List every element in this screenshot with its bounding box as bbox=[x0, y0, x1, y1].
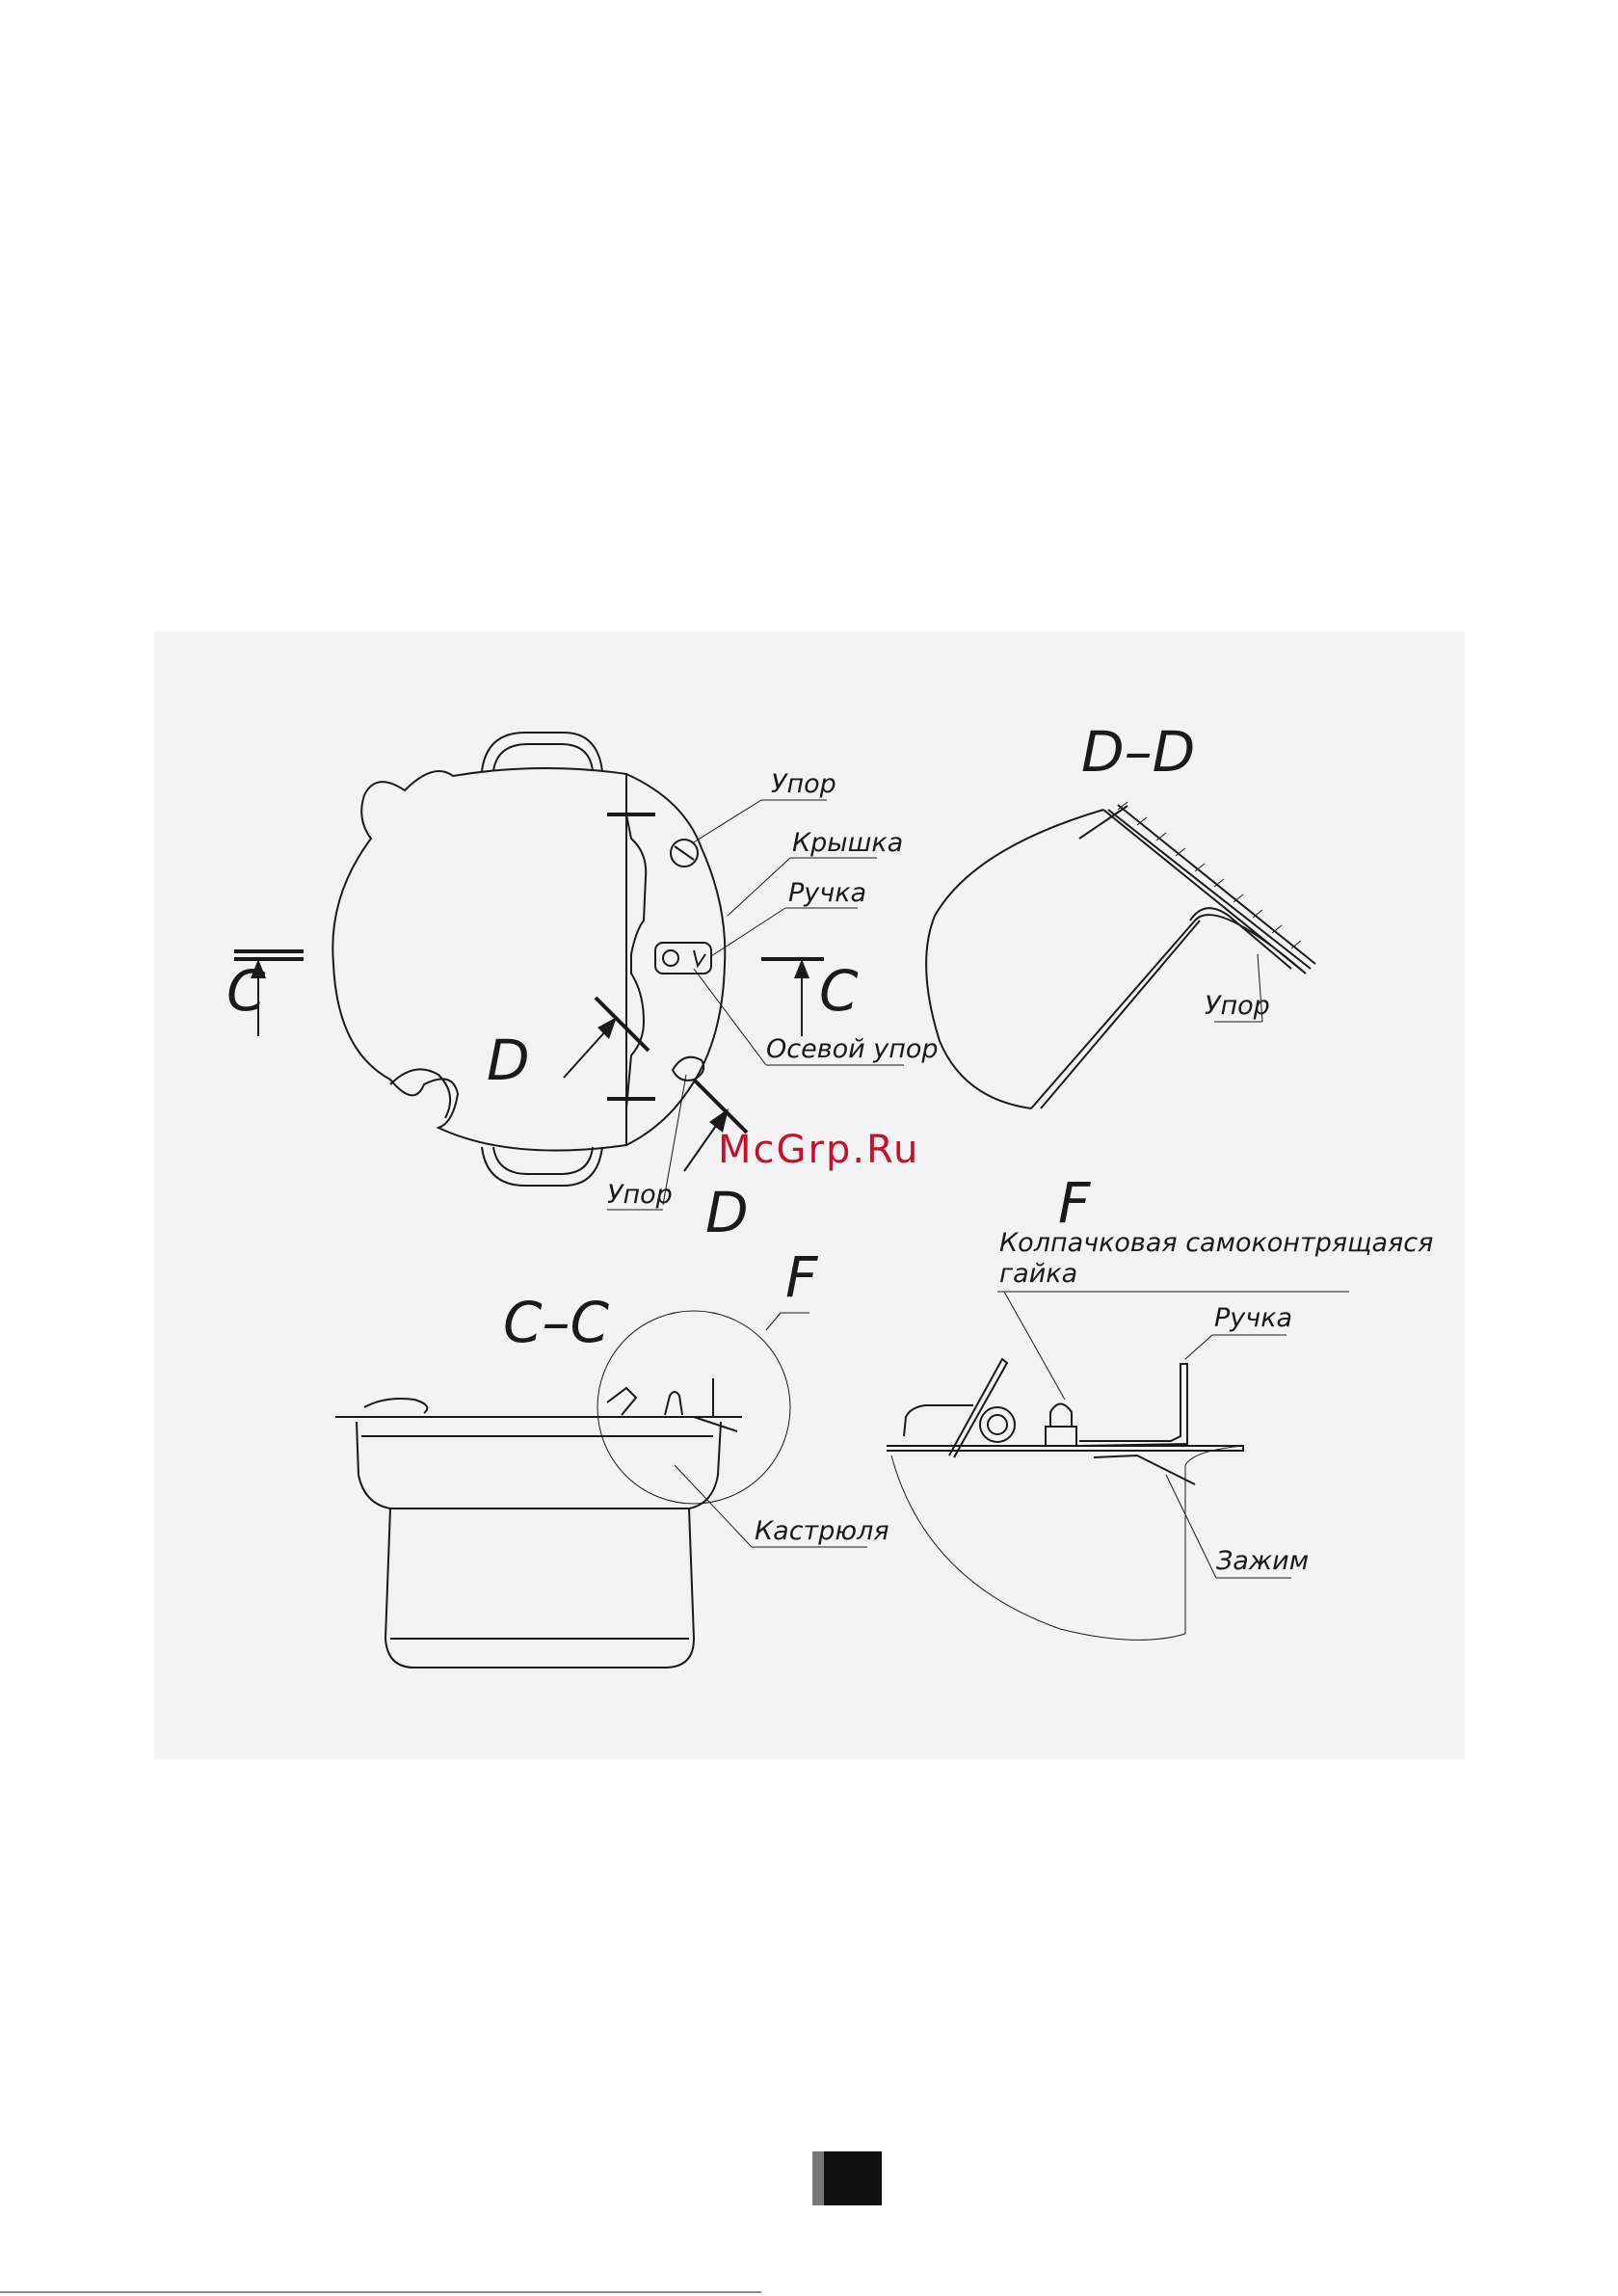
title-f-detail: F bbox=[1058, 1170, 1092, 1236]
title-cc: C–C bbox=[503, 1290, 609, 1355]
mark-c-right: C bbox=[819, 958, 859, 1024]
mark-d-upper: D bbox=[487, 1028, 530, 1093]
mark-f-circle: F bbox=[785, 1244, 819, 1310]
label-kastryulya: Кастрюля bbox=[755, 1516, 889, 1546]
label-zazhim: Зажим bbox=[1216, 1546, 1309, 1576]
mark-c-left: C bbox=[226, 958, 266, 1024]
label-upor-bottom: Упор bbox=[607, 1180, 673, 1210]
label-ruchka-top: Ручка bbox=[788, 878, 866, 908]
label-osevoy-upor: Осевой упор bbox=[766, 1034, 939, 1064]
mark-d-lower: D bbox=[705, 1180, 749, 1245]
watermark: McGrp.Ru bbox=[718, 1128, 919, 1172]
label-kryshka: Крышка bbox=[792, 828, 903, 858]
label-ruchka-f: Ручка bbox=[1214, 1303, 1292, 1333]
label-upor-top: Упор bbox=[771, 769, 836, 799]
label-upor-dd: Упор bbox=[1205, 991, 1270, 1021]
title-dd: D–D bbox=[1081, 719, 1195, 785]
label-nut-line2: гайка bbox=[999, 1259, 1077, 1289]
